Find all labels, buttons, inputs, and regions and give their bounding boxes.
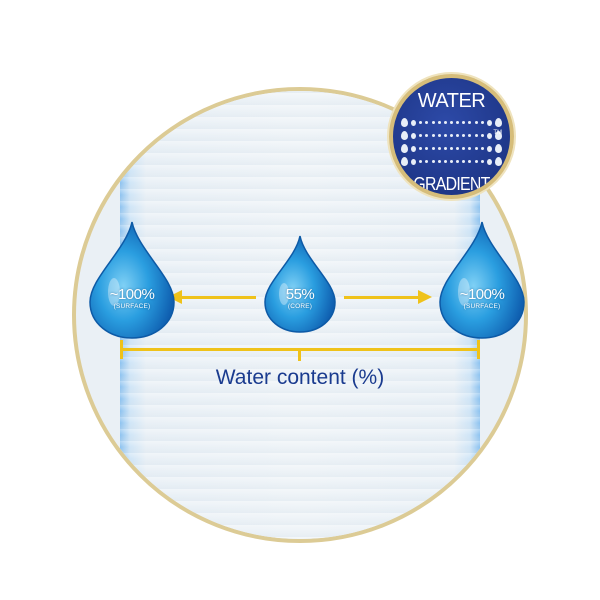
badge-title-bottom: GRADIENT — [413, 174, 490, 194]
drop-label: (CORE) — [287, 303, 313, 310]
water-drop-icon — [439, 221, 525, 339]
bracket-left-tick — [120, 340, 123, 359]
drop-center: 55% (CORE) — [262, 234, 338, 334]
drop-value: ~100% — [109, 286, 155, 303]
water-drop-icon — [89, 221, 175, 339]
drop-label: (SURFACE) — [113, 303, 151, 310]
arrow-right — [344, 296, 420, 299]
trademark-mark: TM — [493, 130, 502, 136]
drop-label: (SURFACE) — [463, 303, 501, 310]
arrowhead-right-icon — [418, 290, 432, 304]
drop-right: ~100% (SURFACE) — [436, 220, 528, 340]
badge-drop-rows — [401, 116, 502, 168]
badge-title-top: WATER — [417, 90, 486, 112]
water-drop-icon — [264, 235, 336, 333]
drop-value: 55% — [285, 286, 315, 303]
badge-drop-row — [401, 116, 502, 129]
bracket-right-tick — [477, 340, 480, 359]
axis-label: Water content (%) — [215, 366, 385, 389]
badge-drop-row — [401, 155, 502, 168]
drop-value: ~100% — [459, 286, 505, 303]
badge-drop-row — [401, 129, 502, 142]
drop-left: ~100% (SURFACE) — [86, 220, 178, 340]
arrow-left — [180, 296, 256, 299]
badge-drop-row — [401, 142, 502, 155]
water-gradient-badge: WATER TM GRADIENT — [389, 74, 514, 199]
bracket-center-tick — [298, 349, 301, 361]
